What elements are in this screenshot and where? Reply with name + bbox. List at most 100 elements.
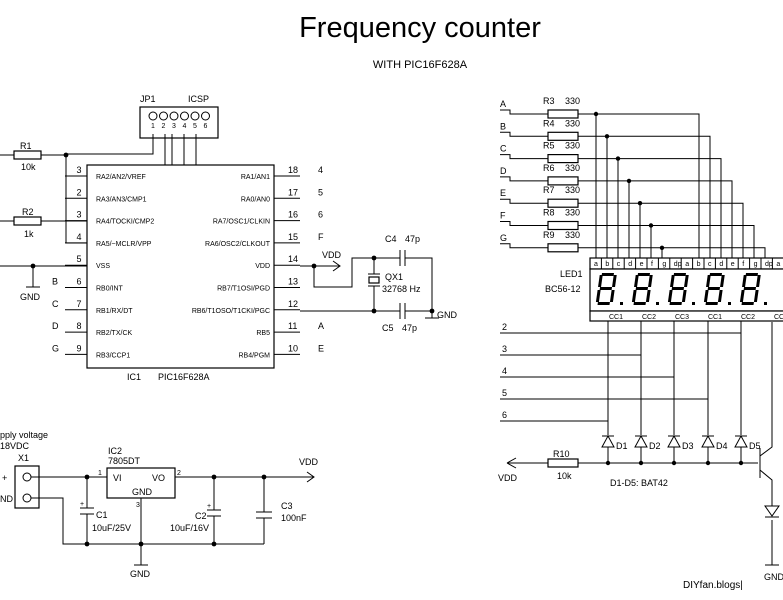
junction [429, 308, 435, 314]
digit-segment [741, 302, 754, 305]
c1-plus: + [80, 501, 84, 508]
r1-ref: R1 [20, 141, 32, 151]
digit-segment [634, 275, 639, 287]
digit-segment [671, 287, 685, 290]
digit-segment [742, 275, 747, 287]
ic1-pin-name: RA3/AN3/CMP1 [96, 196, 147, 203]
wire-segment-in [500, 109, 548, 115]
digit-segment [598, 275, 603, 287]
ic1-pin-number: 18 [288, 165, 298, 175]
resistor-body [547, 109, 579, 119]
digit-segment [633, 302, 646, 305]
ic1-pin-name: RB3/CCP1 [96, 352, 130, 359]
ic1-pin-name: RA2/AN2/VREF [96, 174, 146, 181]
r1-body [13, 150, 42, 160]
resistor-value: 330 [565, 163, 580, 173]
net-label: 5 [318, 187, 323, 197]
c4-value: 47p [405, 234, 420, 244]
junction [615, 156, 621, 161]
oscillator-section: VDD C4 47p QX1 32768 Hz GND C5 47p [300, 234, 458, 333]
c2-ref: C2 [195, 511, 207, 521]
net-label: F [318, 232, 324, 242]
led1-ref: LED1 [560, 269, 583, 279]
digit-segment [670, 275, 675, 287]
led-segment-label: e [731, 261, 735, 268]
c4-cap [399, 250, 406, 266]
led-cc-label: CC3 [675, 314, 689, 321]
gnd-symbol [26, 266, 40, 288]
ic1-pin-number: 4 [76, 232, 81, 242]
net-label: G [52, 343, 59, 353]
wire-segment-out [578, 202, 641, 258]
ic1-pin-number: 2 [76, 187, 81, 197]
led-segment-label: a [776, 261, 780, 268]
page-subtitle: WITH PIC16F628A [373, 59, 468, 71]
digit-segment [681, 290, 687, 302]
digit-segment [709, 273, 722, 276]
digit-segment [595, 290, 601, 302]
junction [84, 474, 90, 480]
digit-segment [743, 287, 757, 290]
wire-supply [31, 476, 264, 545]
jp1-pin [180, 111, 189, 121]
diode-symbol [734, 434, 748, 448]
led-cc-label: CC2 [741, 314, 755, 321]
jp1-name: ICSP [188, 94, 209, 104]
ic1-pin-name: RB0/INT [96, 286, 124, 293]
digit-segment [601, 273, 614, 276]
resistor-value: 330 [565, 185, 580, 195]
ic1-pin-number: 17 [288, 187, 298, 197]
qx1-value: 32768 Hz [382, 284, 421, 294]
led-segment-label: g [754, 261, 758, 268]
r10-body [547, 458, 579, 468]
net-label: 6 [318, 210, 323, 220]
diode-ref: D5 [749, 441, 761, 451]
led-cc-label: CC1 [708, 314, 722, 321]
wire-segment-in [500, 198, 548, 204]
r2-ref: R2 [22, 207, 34, 217]
ic1-pin-name: RA4/TOCKI/CMP2 [96, 219, 154, 226]
jp1-pin-number: 2 [162, 123, 166, 130]
digit-segment [684, 275, 689, 287]
vdd-arrow [332, 260, 341, 272]
ic1-pin-name: RA7/OSC1/CLKIN [213, 219, 270, 226]
wire-segment-bus [629, 180, 733, 258]
digit-decimal-point [764, 302, 767, 305]
ic1-pin-number: 9 [76, 343, 81, 353]
resistor-ref: R3 [543, 96, 555, 106]
led-segment-label: d [719, 261, 723, 268]
ic1-pin-number: 11 [288, 321, 297, 331]
c1-value: 10uF/25V [92, 523, 131, 533]
led-segment-label: f [651, 261, 653, 268]
wire-jp1-mclr [68, 134, 154, 155]
junction [648, 223, 654, 228]
net-label: 4 [318, 165, 323, 175]
digit-segment [609, 290, 615, 302]
net-label: D [52, 321, 59, 331]
net-label: F [500, 211, 506, 221]
ic1-body [86, 164, 275, 369]
led-segment-label: d [628, 261, 632, 268]
net-label: E [318, 343, 324, 353]
diode-ref: D2 [649, 441, 661, 451]
junction [637, 201, 643, 206]
led1-part: BC56-12 [545, 284, 581, 294]
ic1-pin-name: RB2/TX/CK [96, 330, 133, 337]
wire-segment-out [578, 135, 608, 258]
resistor-value: 330 [565, 230, 580, 240]
ic2-part: 7805DT [108, 456, 141, 466]
ic1-pin-number: 7 [76, 299, 81, 309]
c1-ref: C1 [96, 510, 108, 520]
r2-resistor: R2 1k [0, 207, 87, 239]
ic1-pin-number: 3 [76, 210, 81, 220]
ic1-pin-name: RB4/PGM [238, 352, 270, 359]
ic1-pin-number: 14 [288, 254, 298, 264]
diode-ref: D1 [616, 441, 628, 451]
digit-segment [756, 275, 761, 287]
digit-segment [707, 287, 721, 290]
net-label: A [500, 99, 506, 109]
digit-line-label: 5 [502, 388, 507, 398]
resistor-ref: R8 [543, 208, 555, 218]
digit-segment [717, 290, 723, 302]
